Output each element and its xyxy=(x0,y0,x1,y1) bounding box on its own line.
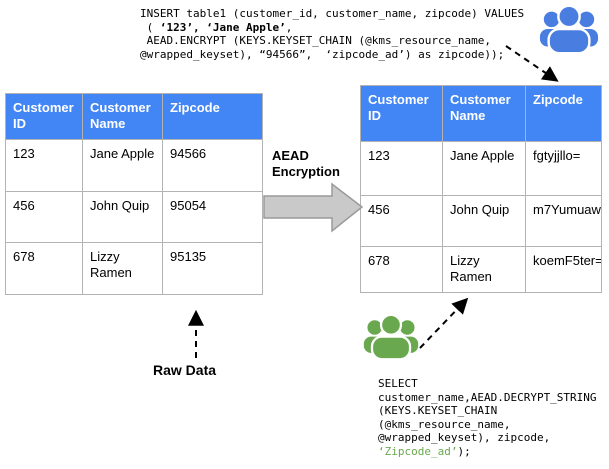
code-line: @wrapped_keyset), “94566”, ‘zipcode_ad’)… xyxy=(140,47,505,61)
raw-data-label: Raw Data xyxy=(153,362,217,378)
column-header: Customer Name xyxy=(442,85,526,142)
table-cell: 456 xyxy=(360,195,443,247)
code-line: (@kms_resource_name, xyxy=(378,417,511,431)
code-line: ‘Zipcode_ad’); xyxy=(378,444,471,458)
column-header: Customer ID xyxy=(360,85,443,142)
table-cell: Lizzy Ramen xyxy=(82,242,163,295)
table-cell: fgtyjjllo= xyxy=(525,141,602,196)
table-cell: 678 xyxy=(5,242,83,295)
code-line: AEAD.ENCRYPT (KEYS.KEYSET_CHAIN (@kms_re… xyxy=(140,34,491,47)
table-cell: Jane Apple xyxy=(442,141,526,196)
column-header: Customer ID xyxy=(5,93,83,140)
table-cell: Jane Apple xyxy=(82,139,163,192)
users-group-icon xyxy=(539,4,599,55)
table-cell: 95054 xyxy=(162,191,263,243)
table-cell: m7Yumuawqry xyxy=(525,195,602,247)
table-cell: koemF5ter= xyxy=(525,246,602,293)
code-line: @wrapped_keyset), zipcode, xyxy=(378,431,551,444)
table-cell: 123 xyxy=(5,139,83,192)
column-header: Customer Name xyxy=(82,93,163,140)
column-header: Zipcode xyxy=(162,93,263,140)
column-header: Zipcode xyxy=(525,85,602,142)
table-cell: John Quip xyxy=(442,195,526,247)
table-cell: 94566 xyxy=(162,139,263,192)
code-line: customer_name,AEAD.DECRYPT_STRING xyxy=(378,390,597,404)
insert-sql-code: INSERT table1 (customer_id, customer_nam… xyxy=(140,7,524,61)
table-cell: Lizzy Ramen xyxy=(442,246,526,293)
code-line: SELECT xyxy=(378,377,418,390)
dashed-arrow-select-to-encrypted-table xyxy=(419,297,469,349)
encryption-block-arrow xyxy=(263,182,364,233)
code-line: (KEYS.KEYSET_CHAIN xyxy=(378,404,498,417)
table-cell: 123 xyxy=(360,141,443,196)
aead-encryption-label: AEAD Encryption xyxy=(272,148,340,179)
table-cell: 456 xyxy=(5,191,83,243)
code-line: INSERT table1 (customer_id, customer_nam… xyxy=(140,7,525,20)
table-cell: 678 xyxy=(360,246,443,293)
table-cell: John Quip xyxy=(82,191,163,243)
users-group-icon xyxy=(363,313,419,361)
table-cell: 95135 xyxy=(162,242,263,295)
code-line: ( ‘123’, ‘Jane Apple’, xyxy=(140,20,293,34)
